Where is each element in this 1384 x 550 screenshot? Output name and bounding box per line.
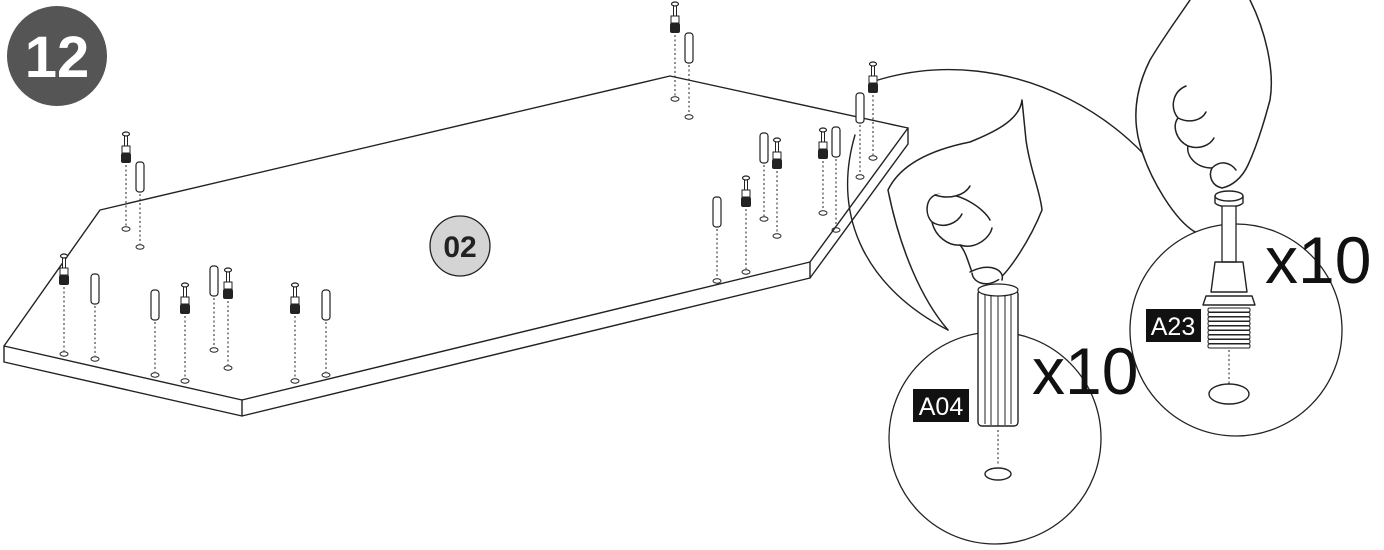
cam-bolt-icon <box>180 282 190 384</box>
cam-bolt-icon <box>741 175 751 275</box>
dowel-icon <box>831 126 841 233</box>
cam-bolt-icon <box>223 267 233 371</box>
cam-bolt-icon <box>868 61 878 161</box>
callout-a23: A23 x10 <box>1129 0 1371 437</box>
part-code-a04: A04 <box>919 393 964 421</box>
cam-bolt-icon <box>670 1 680 102</box>
dowel-icon <box>855 92 865 180</box>
quantity-a23: x10 <box>1265 223 1371 297</box>
callout-a04: A04 x10 <box>887 99 1138 545</box>
panel-label-badge: 02 <box>429 215 491 277</box>
cam-bolt-icon <box>59 253 69 357</box>
cam-bolt-icon <box>121 131 131 232</box>
part-code-badge-a23: A23 <box>1146 309 1201 342</box>
dowel-icon <box>712 196 722 284</box>
dowel-icon <box>759 132 769 222</box>
board-hardware <box>59 1 878 384</box>
dowel-icon <box>209 265 219 353</box>
cam-bolt-icon <box>818 127 828 216</box>
dowel-a04-drawing <box>977 283 1019 481</box>
dowel-icon <box>135 161 145 250</box>
dowel-icon <box>150 289 160 378</box>
part-code-a23: A23 <box>1151 313 1195 341</box>
dowel-icon <box>90 273 100 362</box>
cam-bolt-icon <box>772 137 782 239</box>
step-badge: 12 <box>7 6 107 106</box>
cam-bolt-icon <box>290 282 300 384</box>
cam-bolt-a23-drawing <box>1202 190 1256 405</box>
panel-board <box>3 75 909 417</box>
quantity-a04: x10 <box>1032 334 1138 408</box>
callout-leader-a04 <box>846 134 949 331</box>
dowel-icon <box>321 289 331 378</box>
panel-label: 02 <box>443 231 476 264</box>
part-code-badge-a04: A04 <box>913 389 969 422</box>
step-number: 12 <box>25 25 90 90</box>
dowel-icon <box>684 32 694 120</box>
hand-a04 <box>887 99 1043 331</box>
